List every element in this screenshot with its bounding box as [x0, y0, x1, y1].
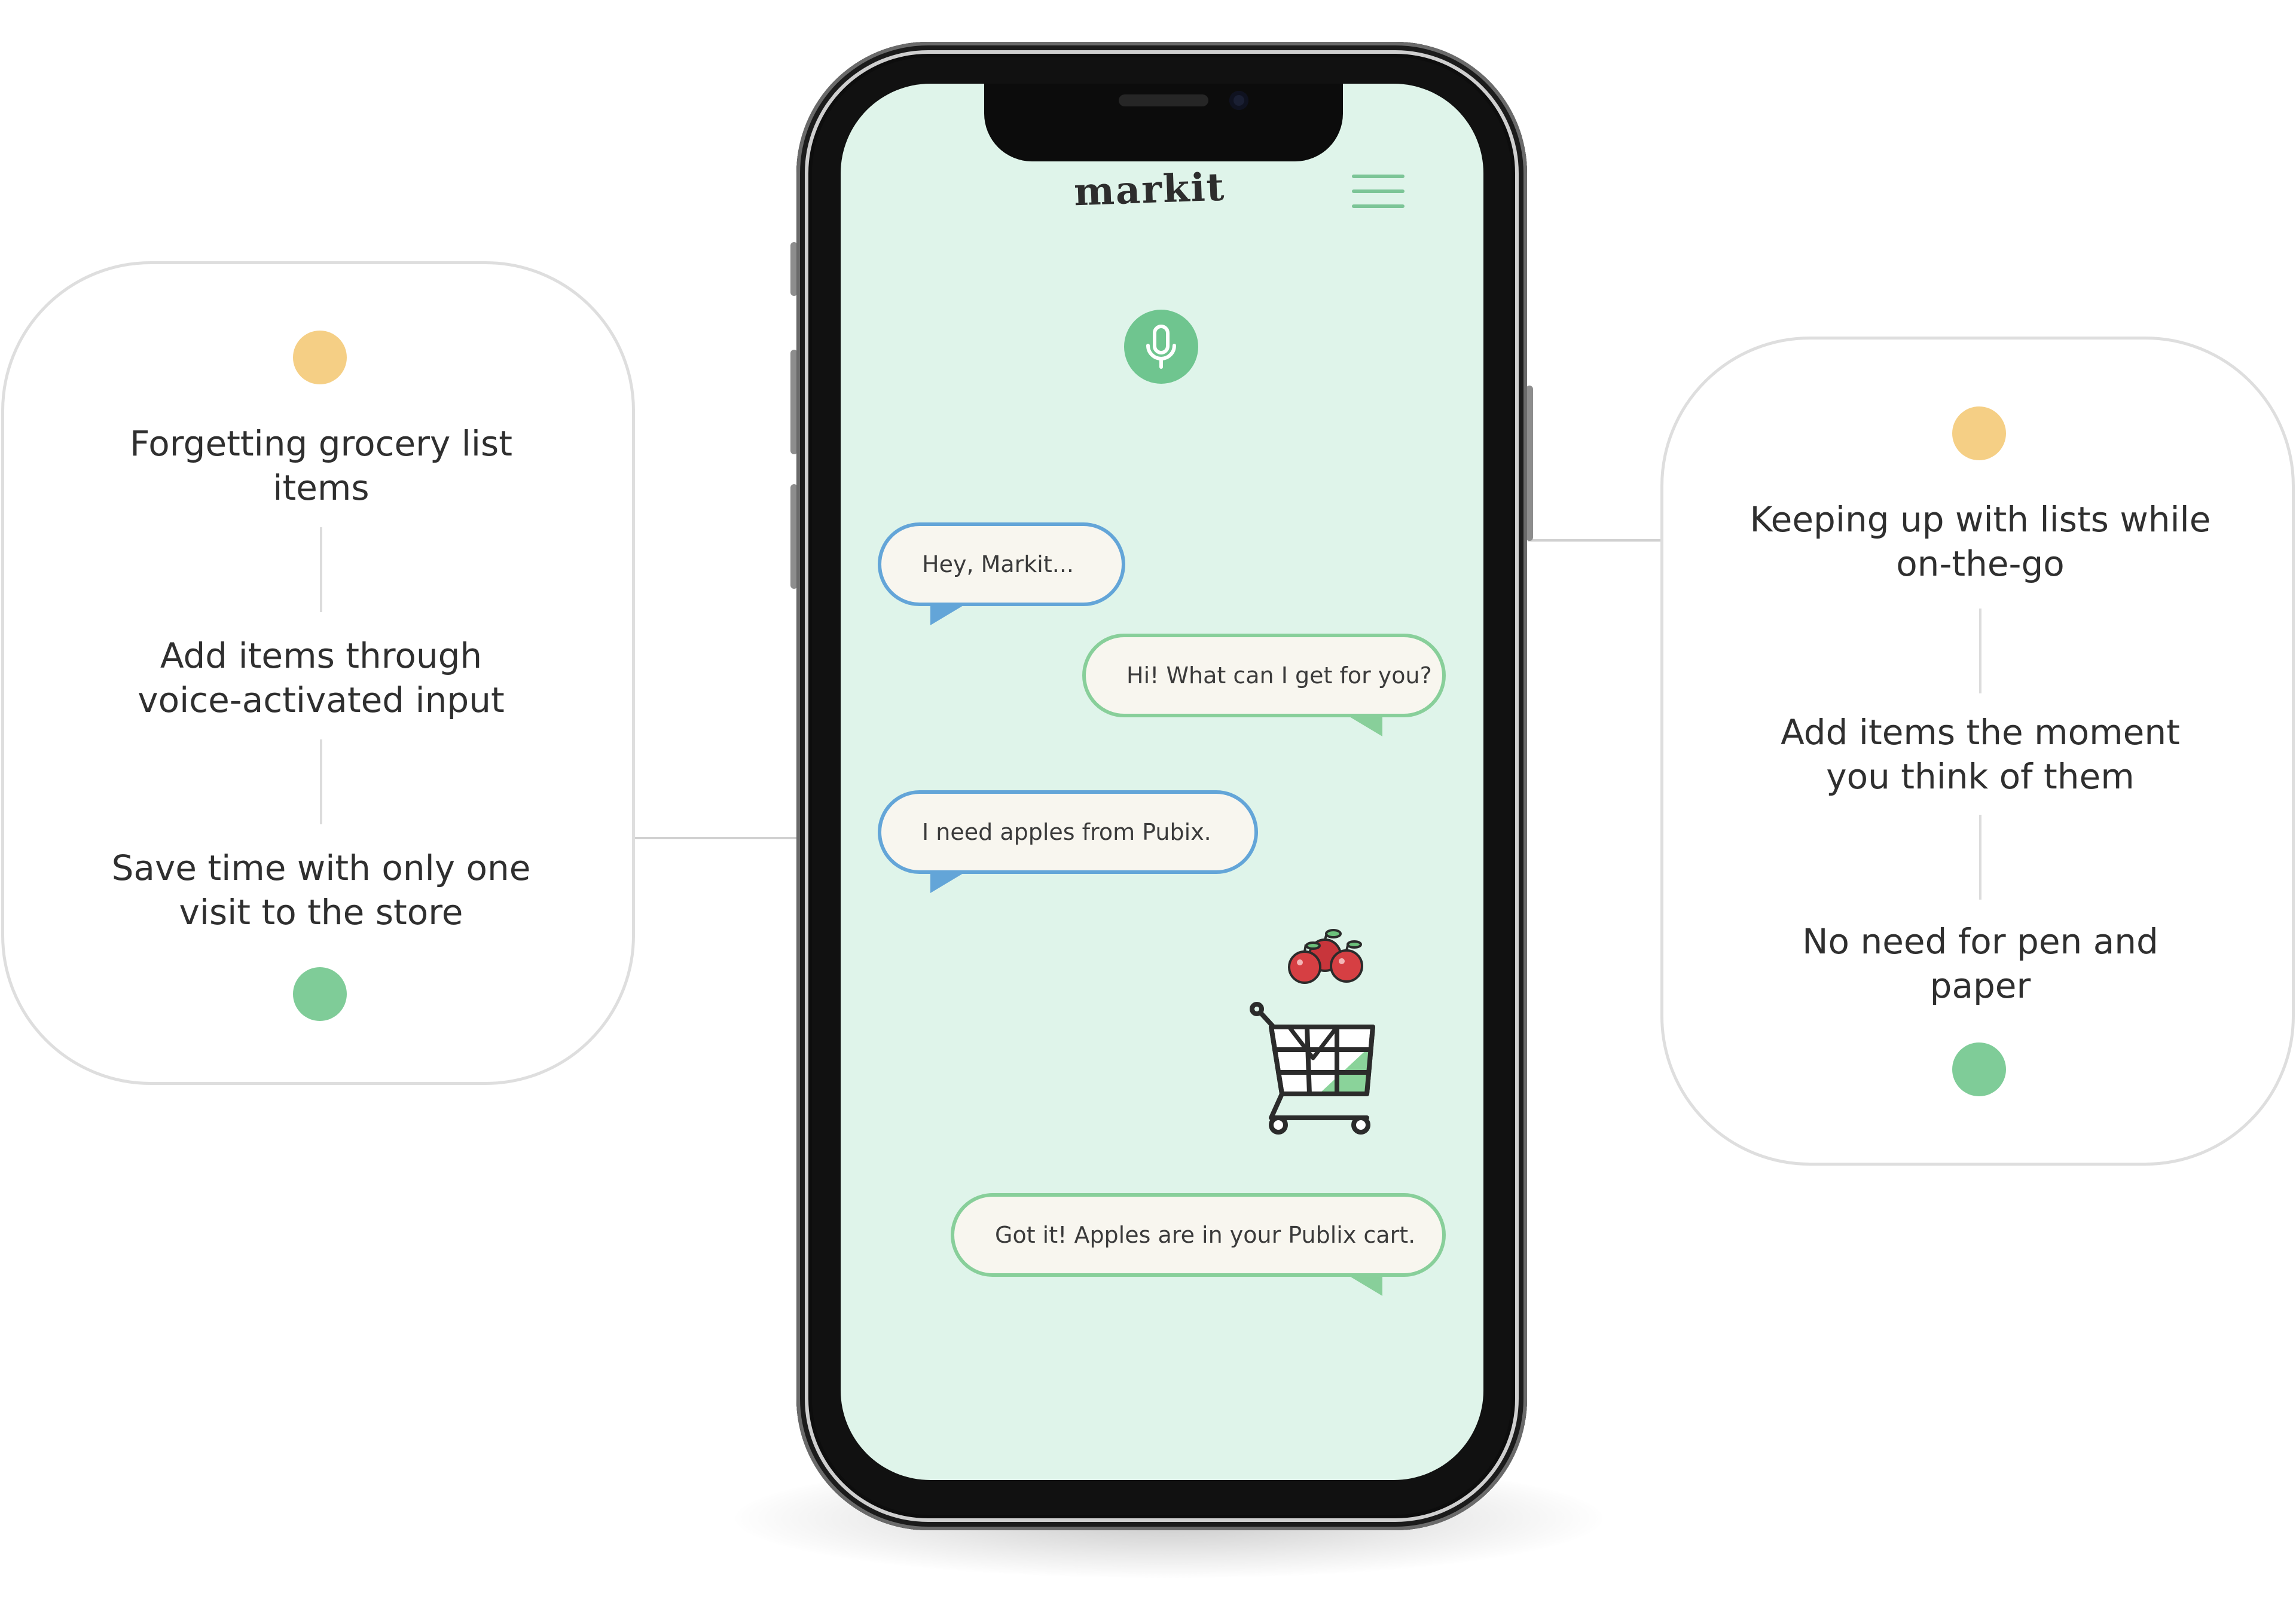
- phone-volume-down-button: [790, 484, 798, 589]
- bubble-tail: [1347, 715, 1382, 736]
- benefit-dot-icon: [1952, 1042, 2006, 1096]
- microphone-button[interactable]: [1124, 310, 1198, 384]
- user-message-bubble: I need apples from Pubix.: [878, 790, 1258, 874]
- message-text: Hi! What can I get for you?: [1126, 662, 1432, 689]
- user-message-bubble: Hey, Markit...: [878, 522, 1125, 606]
- left-divider-1: [320, 527, 322, 612]
- problem-dot-icon: [293, 331, 347, 384]
- markit-logo: markit: [1073, 164, 1226, 215]
- bubble-tail: [930, 872, 966, 893]
- front-camera-icon: [1229, 91, 1248, 110]
- right-feature-card: Keeping up with lists while on-the-go Ad…: [1660, 337, 2295, 1166]
- phone-silent-switch: [790, 242, 798, 296]
- right-connector-line: [1528, 539, 1660, 542]
- microphone-icon: [1146, 325, 1176, 369]
- hamburger-menu-icon[interactable]: [1352, 175, 1405, 208]
- problem-dot-icon: [1952, 406, 2006, 460]
- bubble-tail: [930, 604, 966, 625]
- left-feature-card: Forgetting grocery list items Add items …: [1, 261, 635, 1085]
- left-benefit-text: Save time with only one visit to the sto…: [111, 848, 531, 933]
- phone-notch: [984, 84, 1343, 161]
- message-text: Got it! Apples are in your Publix cart.: [995, 1222, 1416, 1248]
- left-solution-text: Add items through voice-activated input: [138, 635, 505, 720]
- shopping-cart-icon: [1250, 1002, 1375, 1135]
- left-divider-2: [320, 739, 322, 824]
- right-solution-text: Add items the moment you think of them: [1781, 712, 2180, 797]
- benefit-dot-icon: [293, 967, 347, 1021]
- phone-screen: markit Hey, Markit... Hi! What can I get…: [841, 84, 1483, 1480]
- left-connector-line: [635, 837, 886, 839]
- right-problem-text: Keeping up with lists while on-the-go: [1750, 499, 2211, 584]
- app-message-bubble: Got it! Apples are in your Publix cart.: [951, 1193, 1446, 1277]
- phone-volume-up-button: [790, 350, 798, 454]
- app-message-bubble: Hi! What can I get for you?: [1082, 634, 1446, 717]
- speaker-grille: [1119, 94, 1208, 106]
- message-text: Hey, Markit...: [922, 551, 1074, 577]
- right-divider-1: [1979, 609, 1981, 693]
- right-benefit-text: No need for pen and paper: [1802, 921, 2158, 1006]
- bubble-tail: [1347, 1274, 1382, 1296]
- apples-icon: [1288, 929, 1363, 984]
- left-problem-text: Forgetting grocery list items: [130, 423, 512, 508]
- message-text: I need apples from Pubix.: [922, 819, 1211, 845]
- phone-power-button: [1526, 386, 1533, 541]
- right-divider-2: [1979, 815, 1981, 900]
